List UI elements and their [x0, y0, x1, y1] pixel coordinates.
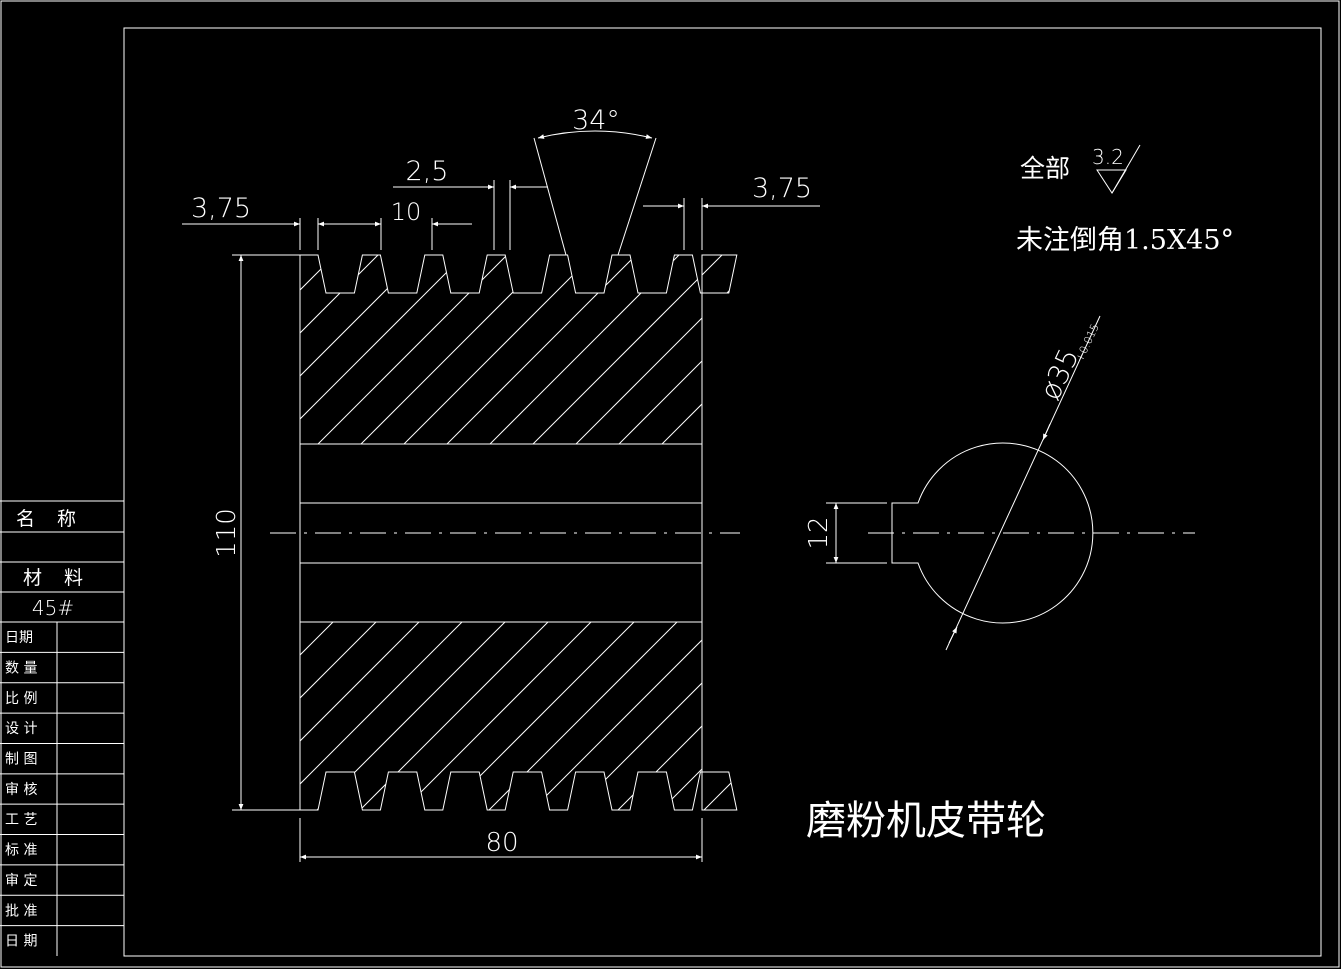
title-block-row-label: 审 定 [5, 873, 37, 889]
title-block-row-label: 审 核 [5, 782, 37, 798]
title-block: 名 称 材 料 45# 日期数 量比 例设 计制 图审 核工 艺标 准审 定批 … [0, 500, 124, 956]
dim-bore-tolerance: +0.015 [1073, 322, 1102, 364]
material-value: 45# [32, 596, 74, 620]
title-block-row-label: 批 准 [5, 903, 37, 919]
dim-groove-angle: 34° [572, 105, 620, 136]
roughness-symbol-icon [1096, 144, 1141, 194]
dim-key-width: 12 [804, 516, 834, 549]
chamfer-note: 未注倒角1.5X45° [1016, 225, 1234, 256]
part-title: 磨粉机皮带轮 [806, 798, 1046, 844]
title-block-row-label: 标 准 [5, 843, 37, 859]
material-label: 材 料 [23, 567, 91, 589]
pulley-section [270, 254, 740, 811]
roughness-prefix: 全部 [1020, 154, 1070, 183]
dimension-lines [182, 130, 820, 862]
title-block-row-label: 比 例 [5, 691, 37, 707]
dim-width: 80 [485, 828, 518, 858]
bore-view [826, 315, 1195, 651]
drawing-frame [123, 27, 1322, 957]
dim-right-edge: 3,75 [752, 173, 812, 204]
title-block-row-label: 工 艺 [5, 812, 37, 828]
title-block-row-label: 设 计 [5, 721, 37, 737]
dim-pitch: 10 [391, 198, 422, 226]
dim-left-edge: 3,75 [191, 193, 251, 224]
dim-groove-top: 2,5 [406, 156, 449, 187]
roughness-value: 3.2 [1092, 145, 1124, 169]
name-label: 名 称 [16, 508, 84, 530]
title-block-row-label: 制 图 [5, 751, 37, 767]
title-block-row-label: 日期 [5, 630, 33, 646]
title-block-row-label: 数 量 [5, 660, 37, 676]
dim-diameter: 110 [212, 508, 242, 558]
title-block-row-label: 日 期 [5, 934, 37, 950]
